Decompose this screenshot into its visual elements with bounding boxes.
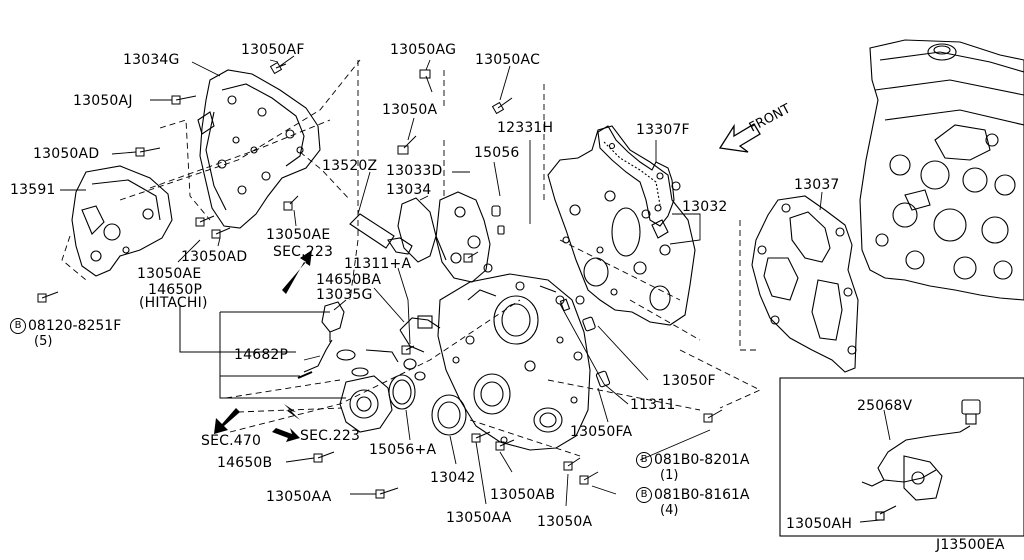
gasket-13037-illustration (751, 195, 859, 373)
label-13050F: 13050F (662, 373, 716, 389)
label-13042: 13042 (430, 470, 476, 486)
oil-pump-assembly-illustration (297, 301, 416, 433)
label-13037: 13037 (794, 177, 840, 193)
front-plate-13032-illustration (547, 125, 696, 326)
label-13050AA-bottom: 13050AA (446, 510, 512, 526)
label-13032: 13032 (682, 199, 728, 215)
leader-lines (60, 59, 891, 523)
bolt-qty-081B0-8161A: (4) (660, 503, 679, 518)
label-13050AA-left: 13050AA (266, 489, 332, 505)
label-25068V: 25068V (857, 398, 913, 414)
label-13050AE-b: 13050AE (137, 266, 202, 282)
bolt-code: 08120-8251F (28, 318, 122, 334)
label-14650BA: 14650BA (316, 272, 382, 288)
label-12331H: 12331H (497, 120, 554, 136)
gasket-13307F-illustration (597, 125, 675, 227)
label-15056A: 15056+A (369, 442, 437, 458)
bolt-qty-08120: (5) (34, 334, 53, 349)
label-sec470: SEC.470 (201, 433, 262, 449)
label-13520Z: 13520Z (322, 158, 378, 174)
label-15056: 15056 (474, 145, 520, 161)
dowel-pins-illustration (403, 298, 611, 388)
label-13050AF: 13050AF (241, 42, 305, 58)
label-13050FA: 13050FA (570, 424, 633, 440)
label-13050AD-b: 13050AD (181, 249, 248, 265)
label-13050AG: 13050AG (390, 42, 457, 58)
bolt-circle-marker: B (636, 452, 652, 468)
label-13050AB: 13050AB (490, 487, 556, 503)
label-14650P: 14650P (148, 282, 203, 298)
sensor-25068V-illustration (861, 399, 981, 521)
label-13050A-bottom: 13050A (537, 514, 593, 530)
bolt-code: 081B0-8201A (654, 452, 750, 468)
bolt-circle-marker: B (636, 487, 652, 503)
diagram-id: J13500EA (936, 537, 1005, 553)
label-13034: 13034 (386, 182, 432, 198)
tensioner-illustration (349, 197, 447, 263)
upper-cover-13034G-illustration (197, 69, 321, 229)
cover-13591-illustration (71, 165, 173, 277)
label-11311: 11311 (630, 397, 676, 413)
bolt-qty-081B0-8201A: (1) (660, 468, 679, 483)
label-11311A: 11311+A (344, 256, 412, 272)
hitachi-bracket (179, 306, 346, 399)
label-sec223-bottom: SEC.223 (300, 428, 361, 444)
label-13307F: 13307F (636, 122, 690, 138)
label-13050AJ: 13050AJ (73, 93, 133, 109)
label-13033D: 13033D (386, 163, 443, 179)
front-label: FRONT (747, 101, 793, 135)
oil-seal-13042-illustration (431, 394, 467, 436)
label-13034G: 13034G (123, 52, 180, 68)
label-13050AE-a: 13050AE (266, 227, 331, 243)
label-13035G: 13035G (316, 287, 373, 303)
label-13050AC: 13050AC (475, 52, 541, 68)
label-13591: 13591 (10, 182, 56, 198)
engine-block-illustration (859, 39, 1024, 301)
front-direction-arrow (718, 123, 761, 153)
section-arrows (214, 250, 312, 442)
bolt-circle-marker: B (10, 318, 26, 334)
label-13050A-top: 13050A (382, 102, 438, 118)
label-hitachi: (HITACHI) (139, 295, 208, 311)
label-14650B: 14650B (217, 455, 273, 471)
label-sec223-top: SEC.223 (273, 244, 334, 260)
front-cover-illustration (399, 273, 591, 451)
label-14682P: 14682P (234, 347, 289, 363)
chain-guide-13033D-illustration (435, 191, 505, 283)
label-13050AD-left: 13050AD (33, 146, 100, 162)
detail-box (779, 377, 1024, 537)
label-13050AH: 13050AH (786, 516, 853, 532)
bolt-code: 081B0-8161A (654, 487, 750, 503)
bolts-illustration (37, 55, 723, 499)
